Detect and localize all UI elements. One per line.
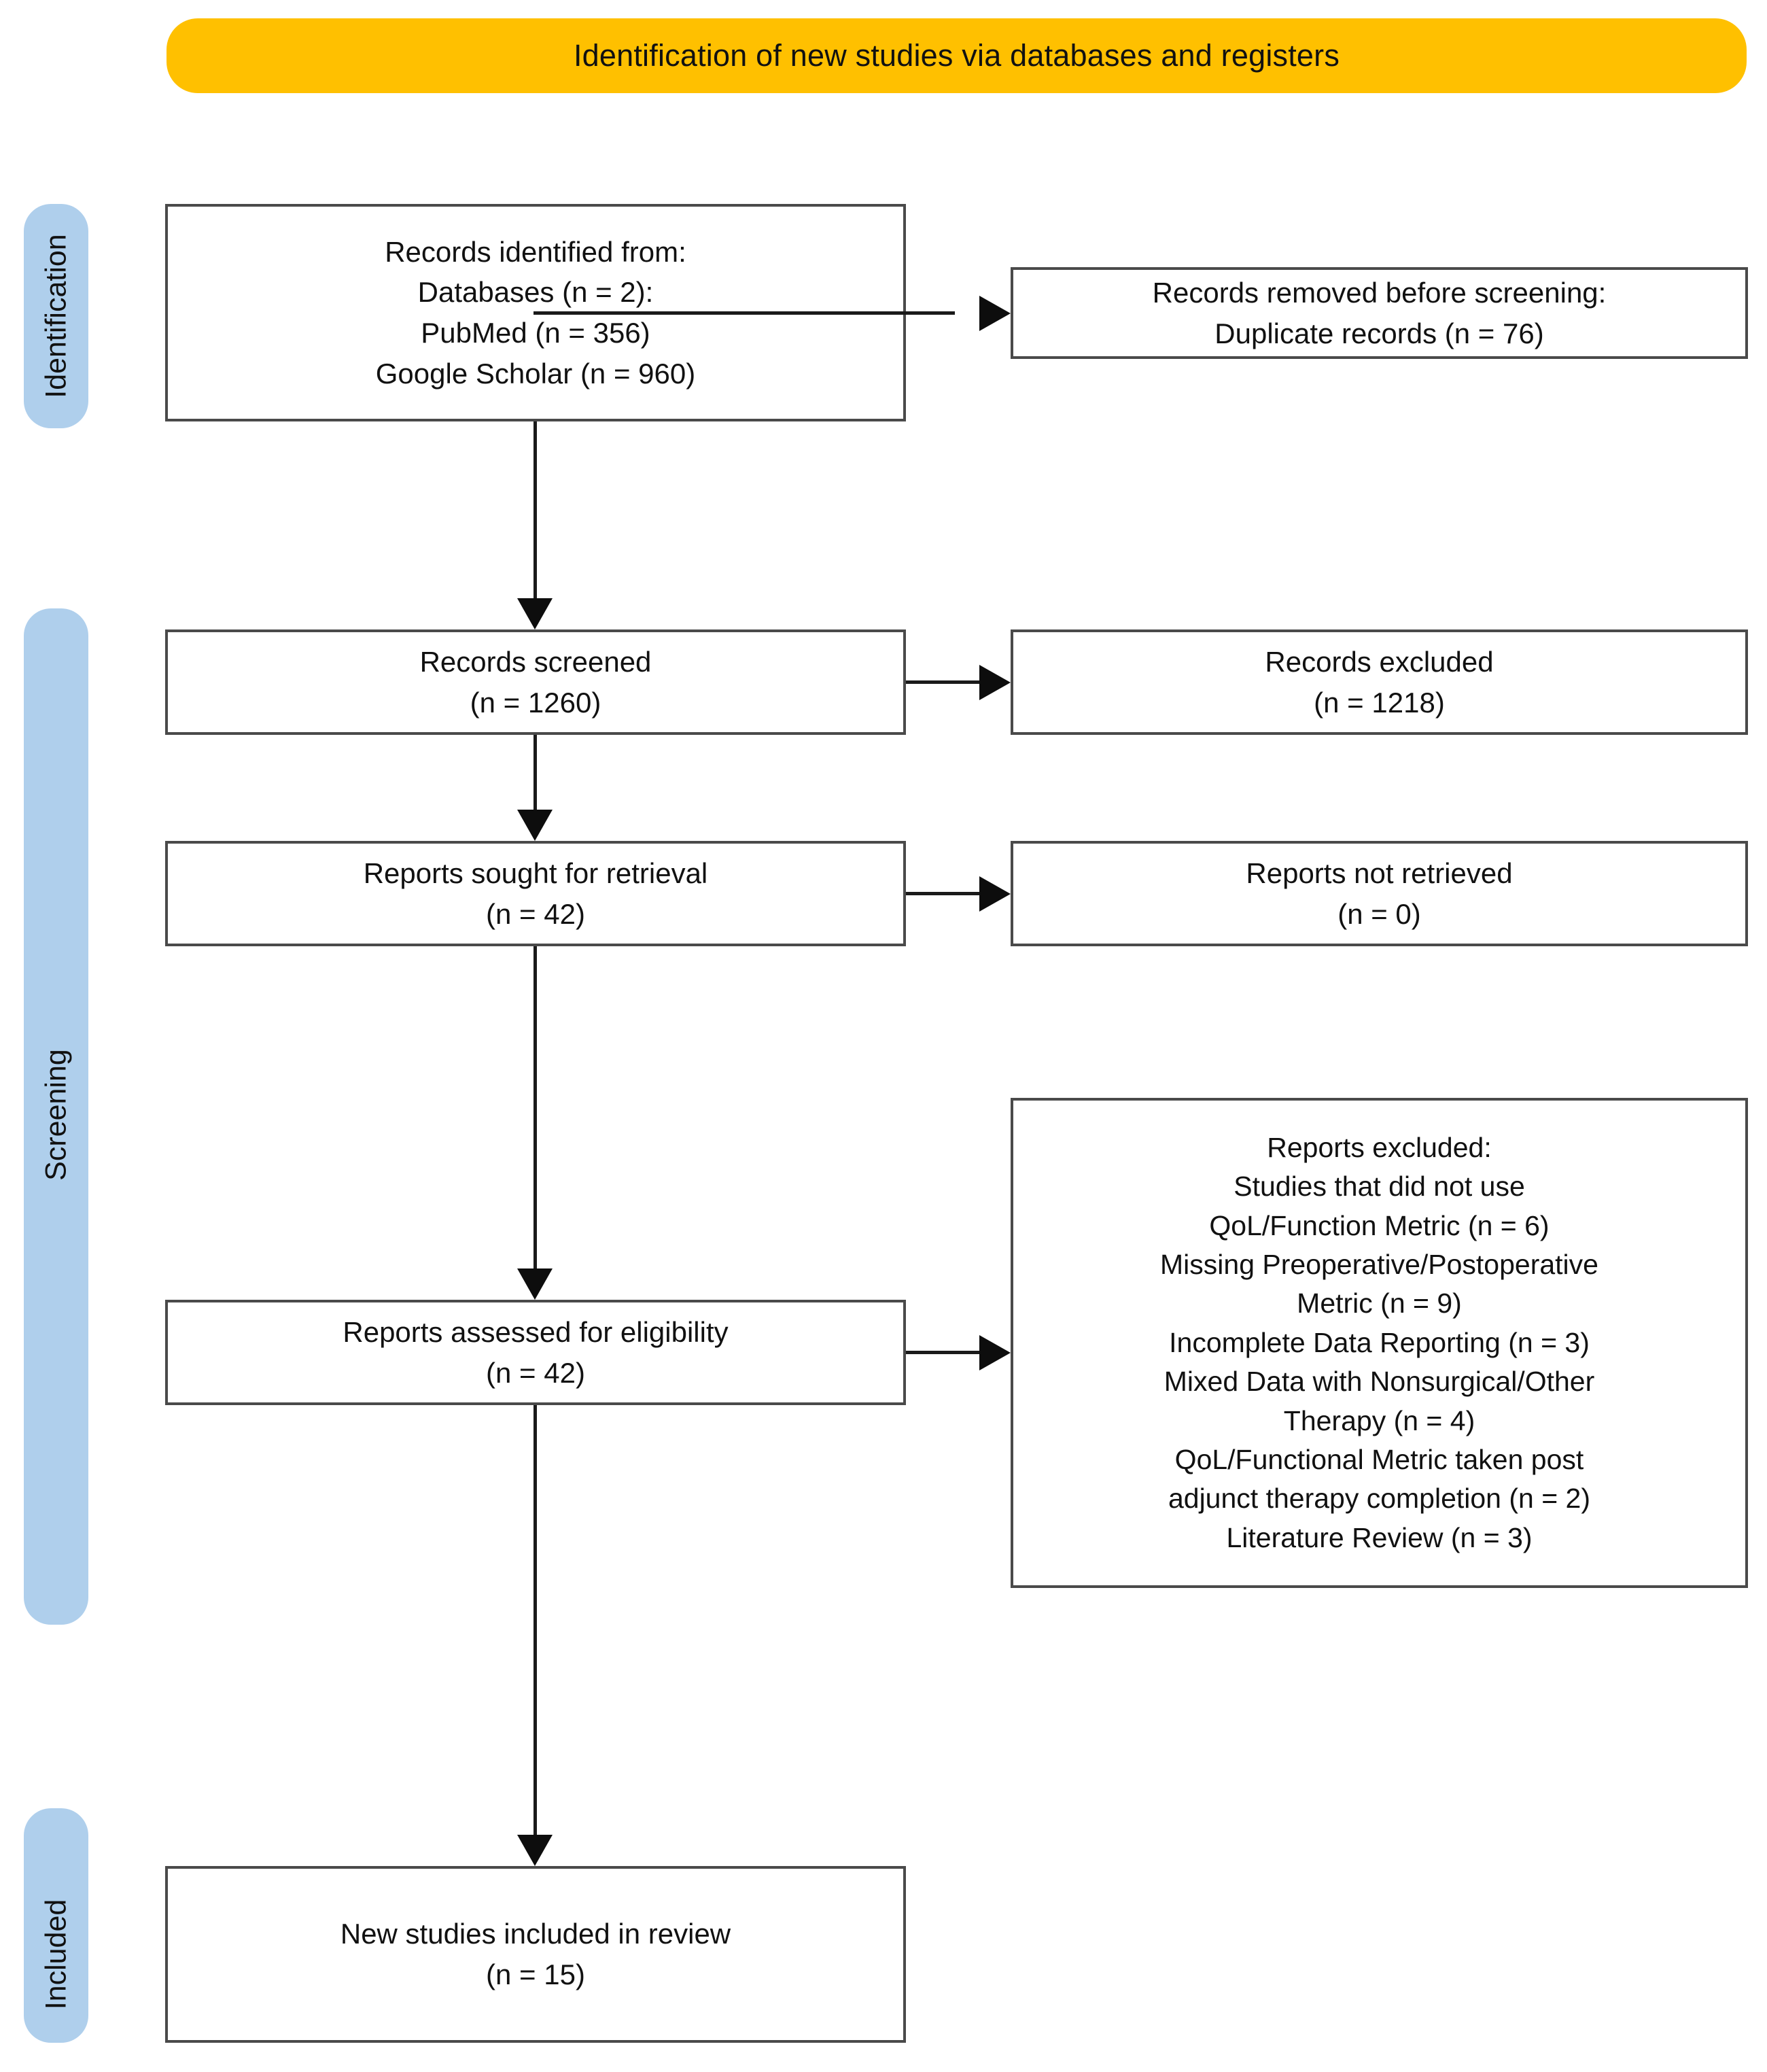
- connector-identified-to-removed: [533, 311, 955, 315]
- box-reports-assessed-text: Reports assessed for eligibility (n = 42): [333, 1312, 737, 1393]
- arrowhead-right-to-reports-excluded: [979, 1335, 1011, 1370]
- box-text-line: (n = 42): [486, 1356, 585, 1389]
- box-records-screened: Records screened (n = 1260): [165, 629, 906, 735]
- box-text-line: Missing Preoperative/Postoperative: [1160, 1249, 1598, 1281]
- box-text-line: New studies included in review: [340, 1918, 731, 1950]
- box-text-line: Literature Review (n = 3): [1226, 1521, 1533, 1553]
- box-text-line: QoL/Functional Metric taken post: [1174, 1443, 1584, 1475]
- connector-eligibility-to-included: [533, 1405, 537, 1835]
- box-text-line: QoL/Function Metric (n = 6): [1209, 1209, 1550, 1241]
- box-reports-not-retrieved: Reports not retrieved (n = 0): [1011, 841, 1748, 946]
- box-text-line: Duplicate records (n = 76): [1214, 317, 1544, 349]
- box-text-line: Records screened: [419, 645, 652, 678]
- arrowhead-down-to-included: [517, 1835, 553, 1866]
- box-text-line: Records excluded: [1265, 645, 1494, 678]
- box-records-excluded-text: Records excluded (n = 1218): [1255, 642, 1503, 723]
- box-text-line: Therapy (n = 4): [1283, 1404, 1475, 1436]
- box-text-line: adjunct therapy completion (n = 2): [1168, 1483, 1591, 1515]
- box-reports-not-retrieved-text: Reports not retrieved (n = 0): [1236, 853, 1522, 934]
- box-records-removed-text: Records removed before screening: Duplica…: [1143, 273, 1616, 353]
- box-text-line: Mixed Data with Nonsurgical/Other: [1164, 1366, 1595, 1398]
- box-records-excluded: Records excluded (n = 1218): [1011, 629, 1748, 735]
- stage-label-included: Included: [24, 1808, 88, 2043]
- arrowhead-down-to-sought: [517, 810, 553, 841]
- box-text-line: (n = 42): [486, 897, 585, 930]
- box-reports-excluded-reasons-text: Reports excluded: Studies that did not us…: [1151, 1128, 1608, 1557]
- box-reports-sought-for-retrieval: Reports sought for retrieval (n = 42): [165, 841, 906, 946]
- arrowhead-right-to-excluded: [979, 665, 1011, 700]
- connector-eligibility-to-reports-excluded: [906, 1351, 981, 1354]
- box-text-line: Google Scholar (n = 960): [375, 357, 696, 390]
- box-text-line: (n = 1260): [470, 686, 601, 719]
- box-text-line: Incomplete Data Reporting (n = 3): [1169, 1326, 1590, 1358]
- stage-label-included-text: Included: [39, 1899, 72, 2010]
- connector-sought-to-not-retrieved: [906, 892, 981, 895]
- box-text-line: Records removed before screening:: [1152, 276, 1607, 309]
- box-reports-assessed-for-eligibility: Reports assessed for eligibility (n = 42): [165, 1300, 906, 1405]
- stage-label-identification: Identification: [24, 204, 88, 428]
- arrowhead-right-to-removed: [979, 296, 1011, 331]
- box-records-screened-text: Records screened (n = 1260): [410, 642, 661, 723]
- diagram-header-banner: Identification of new studies via databa…: [167, 18, 1747, 93]
- stage-label-screening: Screening: [24, 608, 88, 1625]
- box-text-line: PubMed (n = 356): [421, 317, 650, 349]
- arrowhead-right-to-not-retrieved: [979, 876, 1011, 912]
- arrowhead-down-to-eligibility: [517, 1268, 553, 1300]
- box-text-line: (n = 15): [486, 1958, 585, 1990]
- box-reports-excluded-reasons: Reports excluded: Studies that did not us…: [1011, 1098, 1748, 1588]
- box-text-line: Reports sought for retrieval: [363, 857, 708, 889]
- box-text-line: Databases (n = 2):: [417, 276, 654, 309]
- connector-screened-to-excluded: [906, 680, 981, 684]
- box-new-studies-included-text: New studies included in review (n = 15): [331, 1914, 740, 1995]
- stage-label-screening-text: Screening: [39, 1049, 72, 1181]
- connector-identified-to-screened: [533, 421, 537, 600]
- box-text-line: (n = 0): [1337, 897, 1421, 930]
- box-text-line: Metric (n = 9): [1297, 1288, 1462, 1319]
- box-text-line: Reports not retrieved: [1246, 857, 1513, 889]
- connector-screened-to-sought: [533, 735, 537, 810]
- box-text-line: Records identified from:: [385, 235, 686, 268]
- stage-label-identification-text: Identification: [39, 234, 72, 398]
- box-records-identified-text: Records identified from: Databases (n = 2…: [366, 232, 705, 394]
- box-records-removed-before-screening: Records removed before screening: Duplica…: [1011, 267, 1748, 359]
- box-text-line: Studies that did not use: [1234, 1171, 1525, 1203]
- diagram-title: Identification of new studies via databa…: [573, 38, 1340, 73]
- box-text-line: Reports assessed for eligibility: [343, 1315, 729, 1348]
- connector-sought-to-eligibility: [533, 946, 537, 1268]
- box-text-line: (n = 1218): [1314, 686, 1445, 719]
- box-new-studies-included: New studies included in review (n = 15): [165, 1866, 906, 2043]
- box-text-line: Reports excluded:: [1267, 1131, 1492, 1163]
- box-reports-sought-text: Reports sought for retrieval (n = 42): [354, 853, 718, 934]
- arrowhead-down-to-screened: [517, 598, 553, 629]
